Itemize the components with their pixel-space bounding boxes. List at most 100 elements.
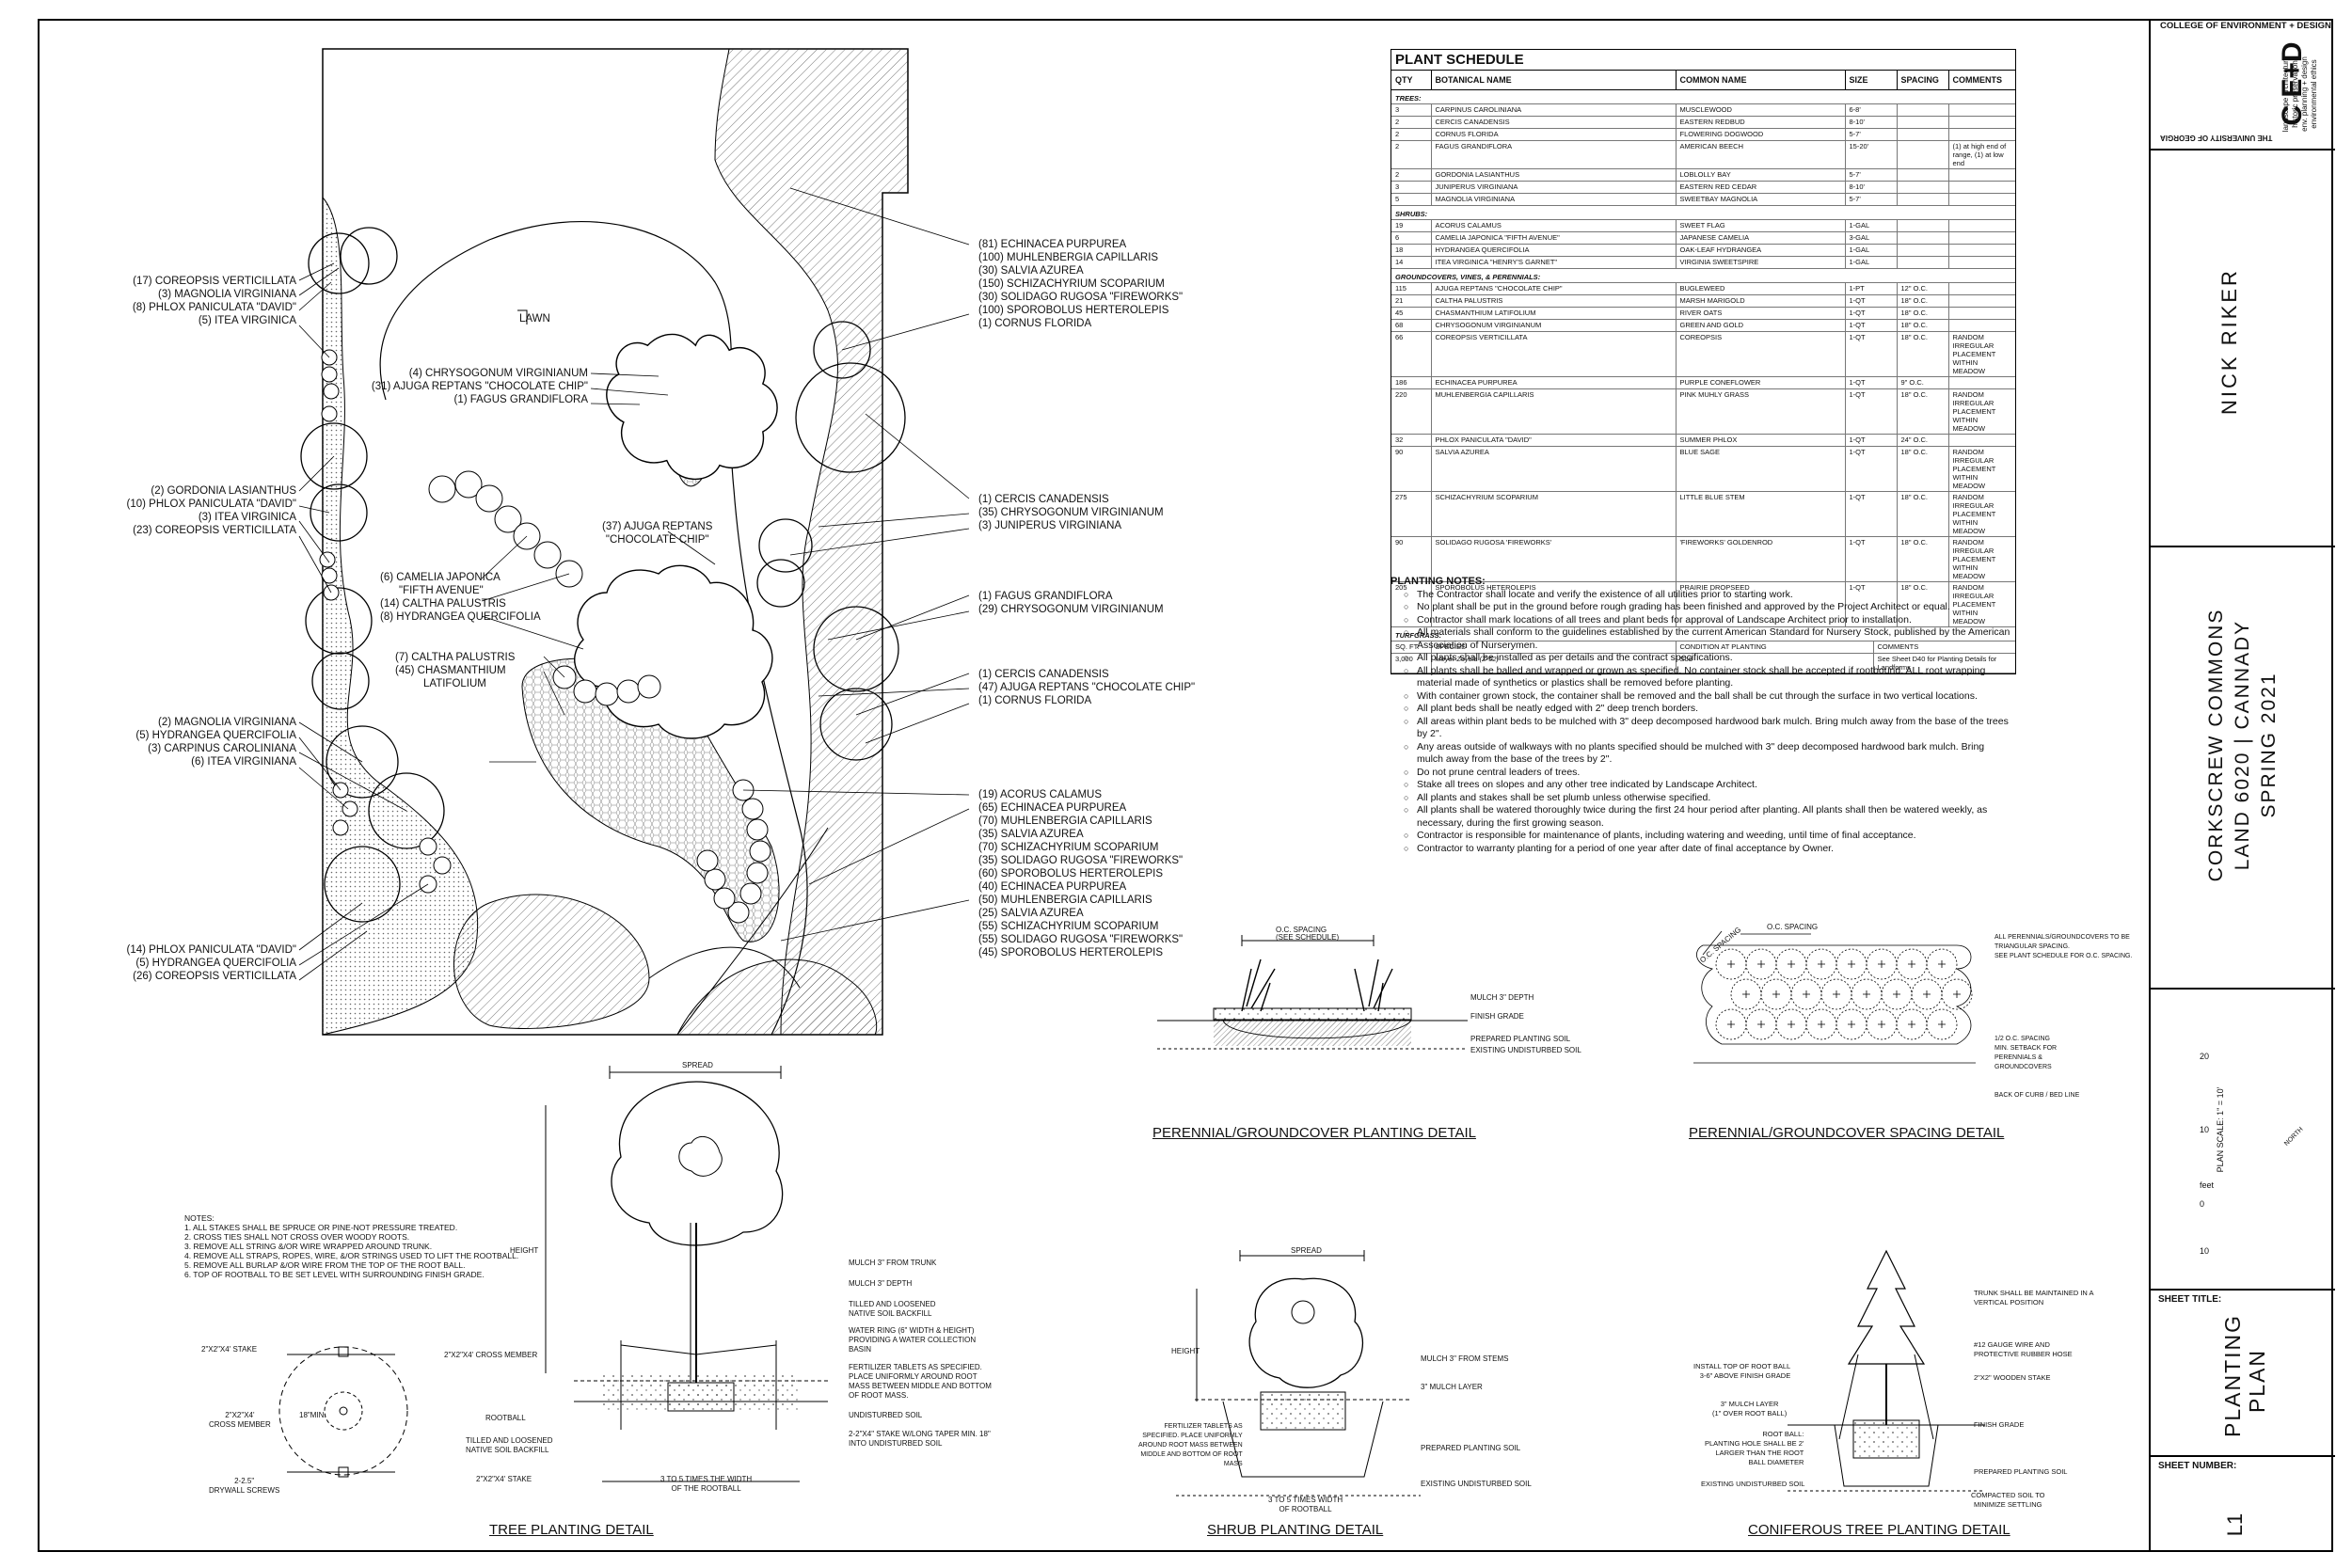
plant-mark [1757,1021,1765,1028]
tree-note-line: 5. REMOVE ALL BURLAP &/OR WIRE FROM THE … [184,1260,466,1270]
shrub-label: PREPARED PLANTING SOIL [1421,1444,1521,1452]
sheet-border [38,19,2333,1552]
table-cell: CALTHA PALUSTRIS [1431,294,1677,308]
table-cell: MAGNOLIA VIRGINIANA [1431,193,1677,206]
conifer-label-group: TRUNK SHALL BE MAINTAINED IN A VERTICAL … [1974,1289,2094,1307]
note-item: With container grown stock, the containe… [1404,690,2011,704]
callout: (1) CERCIS CANADENSIS [978,669,1109,680]
table-cell: 18" O.C. [1897,331,1949,377]
plant-mark [1788,960,1795,968]
table-cell: 3-GAL [1845,231,1898,245]
table-cell: 2 [1391,116,1432,129]
plant-mark [1757,960,1765,968]
tree-label: SPREAD [682,1061,713,1069]
note-item: Contractor to warranty planting for a pe… [1404,843,2011,856]
shrub-label: MULCH 3" FROM STEMS [1421,1354,1509,1363]
table-cell: CORNUS FLORIDA [1431,128,1677,141]
sheet-number: L1 [2223,1513,2247,1537]
note-item: All plants shall be watered thoroughly t… [1404,804,2011,830]
note-item: All plants and stakes shall be set plumb… [1404,792,2011,805]
sheet-title: PLANTING PLAN [2220,1313,2269,1437]
plant-mark [1818,1021,1825,1028]
shrub-symbols [319,349,771,924]
callout: (14) CALTHA PALUSTRIS [380,598,506,610]
table-cell: 5 [1391,193,1432,206]
note-item: Do not prune central leaders of trees. [1404,767,2011,780]
table-cell: BUGLEWEED [1676,282,1846,295]
callout: (19) ACORUS CALAMUS [978,789,1103,800]
shrub-label: SPECIFIED. PLACE UNIFORMLY [1142,1433,1243,1439]
table-cell: GREEN AND GOLD [1676,319,1846,332]
callout: (1) FAGUS GRANDIFLORA [978,591,1113,602]
shrub-label: AROUND ROOT MASS BETWEEN [1138,1442,1243,1449]
spacing-label: TRIANGULAR SPACING. [1994,943,2070,950]
table-cell [1897,168,1949,182]
table-cell [1948,434,2015,447]
callout: (5) HYDRANGEA QUERCIFOLIA [135,958,296,969]
schedule-table: QTY BOTANICAL NAME COMMON NAME SIZE SPAC… [1391,71,2015,627]
scale-tick: 20 [2200,1052,2210,1061]
spacing-label: PERENNIALS & [1994,1054,2042,1061]
table-cell: LITTLE BLUE STEM [1676,491,1846,537]
left-callouts-group-1: (17) COREOPSIS VERTICILLATA (3) MAGNOLIA… [56,275,296,327]
plant-spread [1926,948,1958,980]
shrub-label: 3" MULCH LAYER [1421,1383,1483,1391]
tree-label: 2"X2"X4' [225,1411,255,1419]
note-item: Contractor shall mark locations of all t… [1404,614,2011,627]
section-label: GROUNDCOVERS, VINES, & PERENNIALS: [1391,268,2015,283]
table-cell: HYDRANGEA QUERCIFOLIA [1431,244,1677,257]
col-header: COMMON NAME [1676,71,1846,90]
table-cell: 8-10' [1845,116,1898,129]
tree-label: TILLED AND LOOSENED [849,1300,936,1308]
table-cell: OAK-LEAF HYDRANGEA [1676,244,1846,257]
lawn-label: LAWN [519,313,550,325]
notes-title: PLANTING NOTES: [1391,576,1486,587]
conifer-label: 3-6" ABOVE FINISH GRADE [1699,1371,1791,1380]
sheet-title-line: PLANTING [2220,1313,2245,1437]
table-cell: 1-QT [1845,331,1898,377]
note-item: Stake all trees on slopes and any other … [1404,779,2011,792]
callout: (30) SALVIA AZUREA [978,265,1084,277]
table-cell [1948,307,2015,320]
landform-bottom-right [676,958,878,1036]
plant-mark [1908,960,1915,968]
table-cell: PINK MUHLY GRASS [1676,388,1846,435]
callout: (23) COREOPSIS VERTICILLATA [133,525,296,536]
table-cell: 'FIREWORKS' GOLDENROD [1676,536,1846,582]
spacing-label: SEE PLANT SCHEDULE FOR O.C. SPACING. [1994,953,2133,959]
col-header: BOTANICAL NAME [1431,71,1677,90]
table-cell: 275 [1391,491,1432,537]
note-item: All plant beds shall be neatly edged wit… [1404,703,2011,716]
table-cell [1948,219,2015,232]
tree-label-group: 2-2"X4" STAKE W/LONG TAPER MIN. 18" INTO… [849,1430,991,1449]
table-cell [1897,128,1949,141]
table-cell: EASTERN RED CEDAR [1676,181,1846,194]
table-cell: 9" O.C. [1897,376,1949,389]
student-name: NICK RIKER [2217,268,2241,415]
plant-mark [1938,1021,1946,1028]
table-cell: 5-7' [1845,193,1898,206]
plant-mark [1742,990,1750,998]
callout: (37) AJUGA REPTANS [602,521,713,532]
table-cell: 1-QT [1845,294,1898,308]
tree-note-line: NOTES: [184,1213,215,1223]
table-cell [1897,219,1949,232]
table-cell: RANDOM IRREGULAR PLACEMENT WITHIN MEADOW [1948,331,2015,377]
table-cell: 12" O.C. [1897,282,1949,295]
callout: (5) ITEA VIRGINICA [198,315,296,326]
tree-note-line: 2. CROSS TIES SHALL NOT CROSS OVER WOODY… [184,1232,410,1242]
table-cell [1897,181,1949,194]
conifer-detail-title: CONIFEROUS TREE PLANTING DETAIL [1748,1522,2010,1538]
table-cell [1948,294,2015,308]
tree-label: MULCH 3" DEPTH [849,1279,913,1288]
conifer-label: (1" OVER ROOT BALL) [1712,1409,1788,1418]
callout: (3) CARPINUS CAROLINIANA [148,743,296,754]
setback-note: 1/2 O.C. SPACING MIN. SETBACK FOR PERENN… [1994,1035,2057,1072]
table-cell: CARPINUS CAROLINIANA [1431,103,1677,117]
